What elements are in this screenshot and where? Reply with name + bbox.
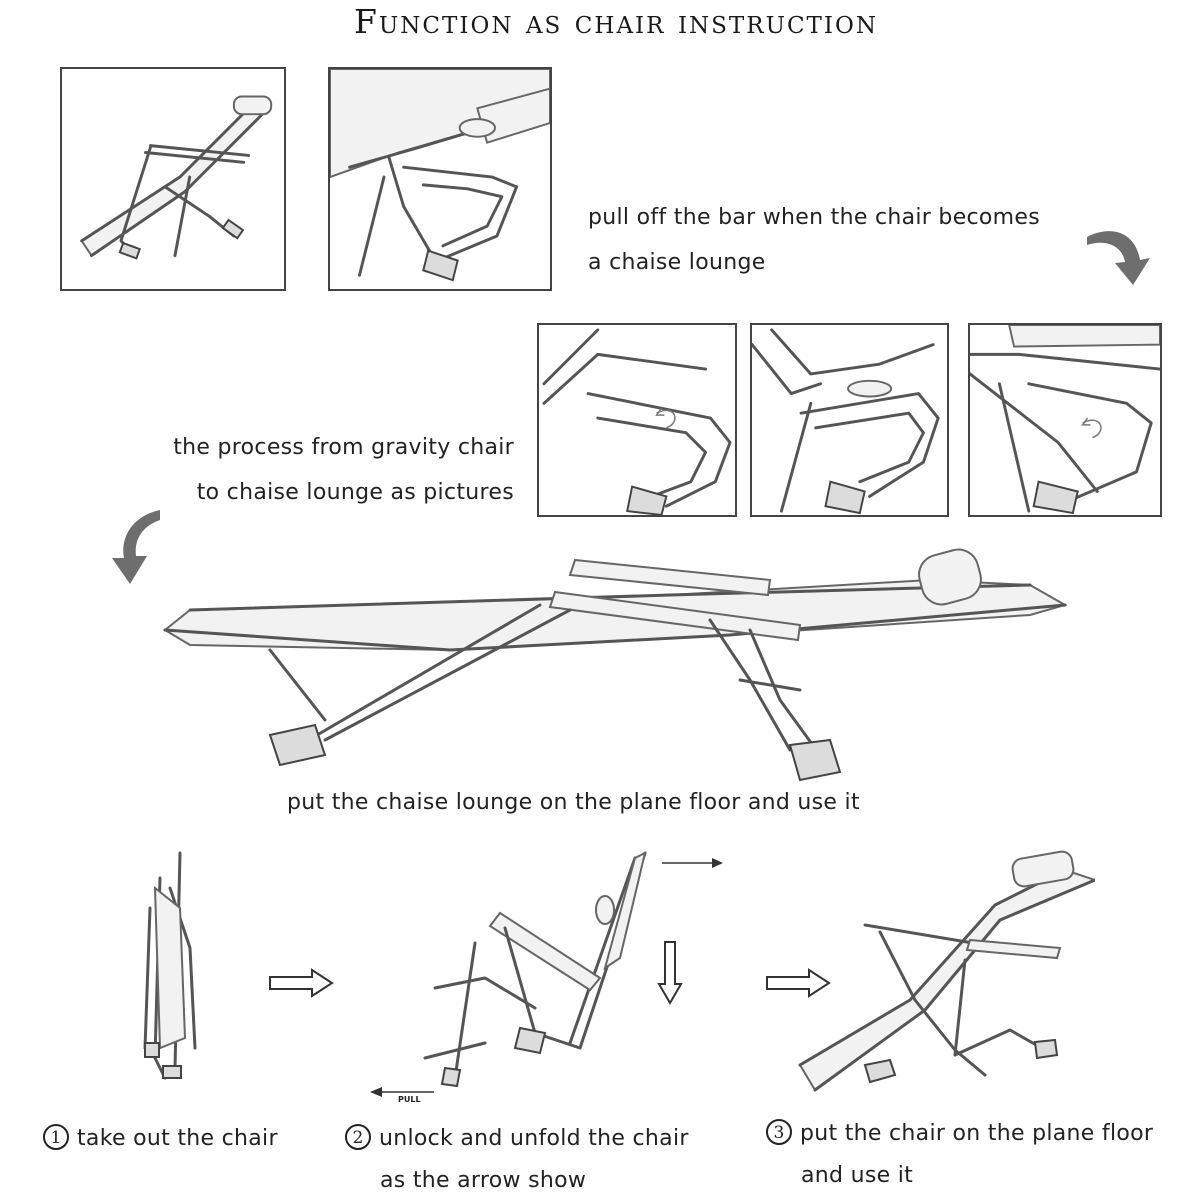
step-3-line1: put the chair on the plane floor	[800, 1121, 1154, 1146]
step-2-caption: 2 unlock and unfold the chair	[345, 1124, 689, 1151]
caption-floor: put the chaise lounge on the plane floor…	[287, 790, 860, 815]
page-title: Function as chair instruction	[354, 2, 878, 41]
down-arrow-icon	[657, 940, 683, 1006]
illustration-process-step-2	[750, 323, 949, 517]
caption-process-line2: to chaise lounge as pictures	[196, 480, 514, 505]
caption-pull-bar-line2: a chaise lounge	[588, 250, 766, 275]
step-1-number: 1	[43, 1124, 69, 1150]
illustration-folded-chair	[135, 848, 215, 1088]
right-arrow-icon	[660, 850, 725, 872]
illustration-recliner-overview	[60, 67, 286, 291]
step-3-number: 3	[766, 1119, 792, 1145]
illustration-process-step-3	[968, 323, 1162, 517]
step-1-line1: take out the chair	[77, 1126, 278, 1151]
illustration-chaise-lounge	[150, 540, 1075, 785]
left-arrow-icon	[368, 1084, 436, 1104]
right-arrow-icon	[268, 968, 334, 998]
illustration-pull-bar	[328, 67, 552, 291]
illustration-process-step-1	[537, 323, 737, 517]
right-arrow-icon	[765, 968, 831, 998]
illustration-unfolding-chair	[395, 848, 660, 1088]
step-2-line1: unlock and unfold the chair	[379, 1126, 689, 1151]
curved-arrow-down-left-icon	[102, 508, 164, 586]
step-2-line2: as the arrow show	[380, 1168, 587, 1193]
caption-pull-bar-line1: pull off the bar when the chair becomes	[588, 205, 1041, 230]
step-3-line2: and use it	[801, 1163, 914, 1188]
step-3-caption: 3 put the chair on the plane floor	[766, 1119, 1153, 1146]
step-1-caption: 1 take out the chair	[43, 1124, 278, 1151]
illustration-open-chair	[795, 850, 1095, 1100]
pull-label: PULL	[398, 1095, 421, 1104]
curved-arrow-down-icon	[1085, 225, 1155, 290]
step-2-number: 2	[345, 1124, 371, 1150]
caption-process-line1: the process from gravity chair	[173, 435, 514, 460]
